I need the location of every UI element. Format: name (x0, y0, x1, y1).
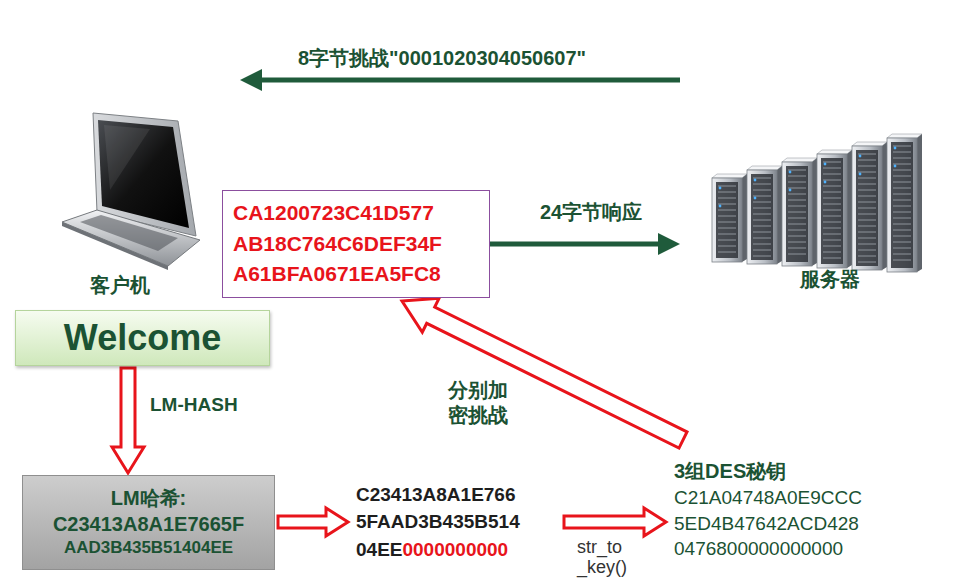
hollow-arrow (278, 508, 348, 536)
node-text: CA1200723C41D577 (233, 201, 434, 224)
node-text: C21A04748A0E9CCC (674, 487, 862, 508)
node-text: 0000000000 (402, 539, 508, 560)
client-computer: 客户机 (40, 60, 240, 300)
text-line: LM哈希: (53, 485, 244, 511)
server-rack-illustration (680, 60, 930, 295)
text-line: 04EE0000000000 (356, 536, 520, 564)
arrow-head (658, 233, 680, 255)
hollow-arrow (112, 368, 144, 473)
hollow-arrow (564, 508, 666, 536)
response-box: CA1200723C41D577AB18C764C6DEF34F A61BFA06… (222, 190, 490, 298)
hollow-arrow-shape (278, 508, 348, 536)
text-group: C23413A8A1E766 5FAAD3B435B514 04EE00000000… (356, 481, 520, 564)
text-line: 5ED4B47642ACD428 (674, 511, 862, 537)
node-text: 5ED4B47642ACD428 (674, 513, 859, 534)
hollow-arrow (402, 298, 687, 448)
node-text: 5FAAD3B435B514 (356, 511, 520, 532)
hollow-arrow-shape (564, 508, 666, 536)
laptop-illustration (40, 60, 240, 300)
node-text: Welcome (64, 317, 221, 358)
edge-label: LM-HASH (150, 394, 238, 416)
text-line: 5FAAD3B435B514 (356, 508, 520, 536)
text-group: Welcome (64, 316, 221, 359)
edge-label: str_to _key() (577, 538, 641, 578)
node-text: AB18C764C6DEF34F (233, 232, 442, 255)
node-text: 0476800000000000 (674, 538, 843, 559)
text-line: Welcome (64, 316, 221, 359)
text-line: C23413A8A1E766 (356, 481, 520, 509)
flow-arrow (490, 233, 680, 255)
text-line: 3组DES秘钥 (674, 458, 862, 485)
server: 服务器 (680, 60, 930, 295)
text-line: C21A04748A0E9CCC (674, 485, 862, 511)
node-text: 客户机 (90, 272, 150, 299)
text-line: C23413A8A1E7665F (53, 511, 244, 537)
text-group: 3组DES秘钥 C21A04748A0E9CCC 5ED4B47642ACD428 0… (674, 458, 862, 562)
hollow-arrow-shape (402, 298, 687, 448)
text-line: AAD3B435B51404EE (53, 537, 244, 559)
arrow-shaft (490, 242, 660, 247)
node-text: A61BFA0671EA5FC8 (233, 262, 441, 285)
node-text: C23413A8A1E7665F (53, 513, 244, 535)
text-line: 0476800000000000 (674, 536, 862, 562)
node-text: 服务器 (800, 266, 860, 293)
text-line: A61BFA0671EA5FC8 (233, 259, 442, 289)
edge-label: 24字节响应 (540, 199, 642, 226)
hash-split-block: C23413A8A1E766 5FAAD3B435B514 04EE00000000… (350, 474, 562, 570)
text-group: CA1200723C41D577AB18C764C6DEF34F A61BFA06… (233, 198, 442, 289)
flow-arrow (240, 69, 680, 91)
node-text: AAD3B435B51404EE (64, 538, 233, 557)
edge-label: 分别加 密挑战 (448, 378, 512, 428)
node-text: LM哈希: (111, 487, 187, 509)
node-text: C23413A8A1E766 (356, 484, 516, 505)
text-line: AB18C764C6DEF34F (233, 229, 442, 259)
arrow-head (240, 69, 262, 91)
node-text: 3组DES秘钥 (674, 460, 786, 482)
password-box: Welcome (15, 310, 270, 366)
arrow-shaft (260, 78, 680, 83)
des-key-block: 3组DES秘钥 C21A04748A0E9CCC 5ED4B47642ACD428 0… (668, 448, 930, 572)
lm-hash-box: LM哈希: C23413A8A1E7665F AAD3B435B51404EE (22, 475, 275, 570)
edge-label: 8字节挑战"0001020304050607" (298, 45, 586, 72)
hollow-arrow-shape (112, 368, 144, 473)
text-group: LM哈希: C23413A8A1E7665F AAD3B435B51404EE (53, 485, 244, 559)
node-text: 04EE (356, 539, 402, 560)
text-line: CA1200723C41D577 (233, 198, 442, 228)
